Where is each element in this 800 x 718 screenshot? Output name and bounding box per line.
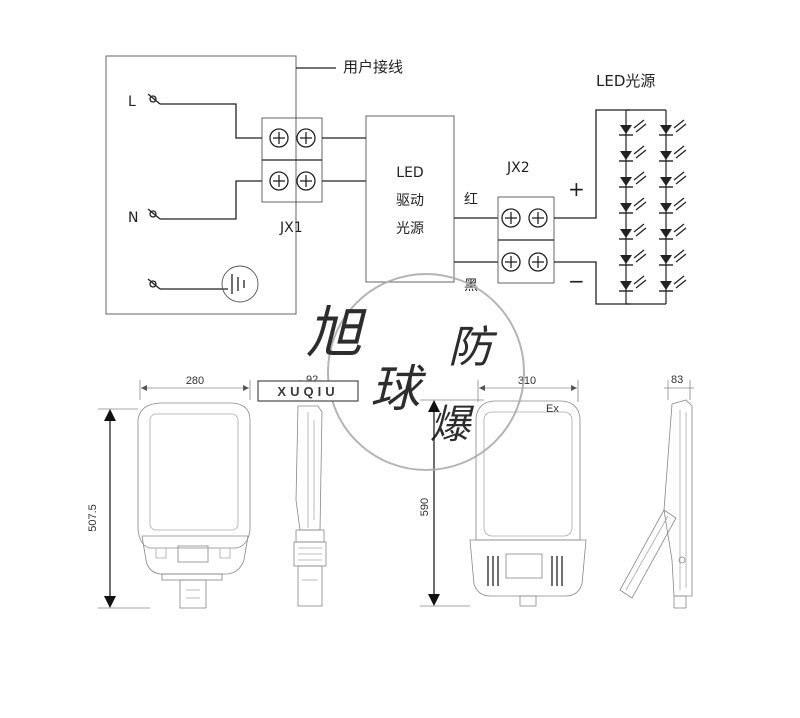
positive-rail	[554, 109, 630, 219]
led-diode-icon	[619, 119, 647, 136]
ground-switch	[147, 278, 161, 290]
screw-icon	[501, 208, 521, 228]
screw-icon	[528, 252, 548, 272]
large-fixture-front: Ex	[469, 400, 587, 607]
screw-icon	[296, 171, 316, 191]
n-wire	[160, 180, 262, 220]
l-wire	[160, 103, 262, 139]
driver-label-3: 光源	[396, 221, 424, 237]
small-width-dim: 280	[186, 375, 204, 387]
screw-icon	[269, 171, 289, 191]
n-terminal-dot	[149, 210, 157, 218]
jx1-terminal-block	[261, 117, 323, 203]
large-depth-dim: 83	[671, 374, 683, 386]
watermark-char-1: 旭	[306, 301, 367, 366]
jx2-terminal-block	[497, 196, 555, 284]
terminal-n-label: N	[128, 210, 138, 226]
user-wiring-box	[105, 55, 297, 315]
driver-label-1: LED	[396, 165, 423, 181]
led-diode-icon	[619, 197, 647, 214]
screw-icon	[501, 252, 521, 272]
screw-icon	[296, 128, 316, 148]
large-width-dim: 310	[518, 375, 536, 387]
led-diode-icon	[619, 275, 647, 292]
small-fixture-side	[293, 405, 327, 607]
user-wiring-label: 用户接线	[343, 58, 403, 76]
led-driver-box	[365, 115, 455, 283]
ground-terminal-dot	[149, 280, 157, 288]
minus-label: −	[568, 269, 585, 293]
screw-icon	[528, 208, 548, 228]
ex-mark: Ex	[546, 403, 559, 415]
ground-symbol-circle	[221, 265, 259, 303]
l-switch	[147, 93, 161, 105]
l-terminal-dot	[149, 95, 157, 103]
negative-rail	[554, 261, 630, 305]
watermark-char-4: 爆	[430, 402, 475, 448]
watermark-latin: XUQIU	[277, 384, 338, 399]
led-diode-icon	[659, 197, 687, 214]
jx1-label: JX1	[279, 220, 303, 236]
led-diode-icon	[659, 223, 687, 240]
led-diode-icon	[619, 249, 647, 266]
watermark-latin-box	[257, 380, 359, 402]
watermark-char-3: 防	[448, 322, 498, 373]
dimension-drawings: 280 507.5 92	[87, 374, 694, 609]
red-wire-label: 红	[464, 192, 478, 208]
terminal-l-label: L	[128, 94, 136, 110]
led-diode-icon	[619, 145, 647, 162]
led-diode-icon	[619, 223, 647, 240]
small-height-dim: 507.5	[87, 504, 99, 532]
plus-label: +	[568, 177, 585, 201]
jx2-label: JX2	[506, 160, 530, 176]
led-diode-icon	[619, 171, 647, 188]
large-fixture-side	[619, 399, 693, 609]
driver-label-2: 驱动	[396, 193, 424, 209]
watermark-char-2: 球	[370, 360, 427, 418]
led-diode-icon	[659, 119, 687, 136]
led-array	[619, 109, 687, 305]
led-source-label: LED光源	[596, 72, 655, 90]
watermark: 旭 球 防 爆 XUQIU	[257, 273, 525, 471]
large-height-dim: 590	[419, 498, 431, 516]
led-diode-icon	[659, 145, 687, 162]
led-diode-icon	[659, 171, 687, 188]
wiring-diagram: 用户接线 L N	[105, 55, 687, 315]
screw-icon	[269, 128, 289, 148]
led-diode-icon	[659, 249, 687, 266]
watermark-circle	[327, 273, 525, 471]
led-diode-icon	[659, 275, 687, 292]
small-fixture-front	[137, 402, 251, 609]
n-switch	[147, 208, 161, 220]
